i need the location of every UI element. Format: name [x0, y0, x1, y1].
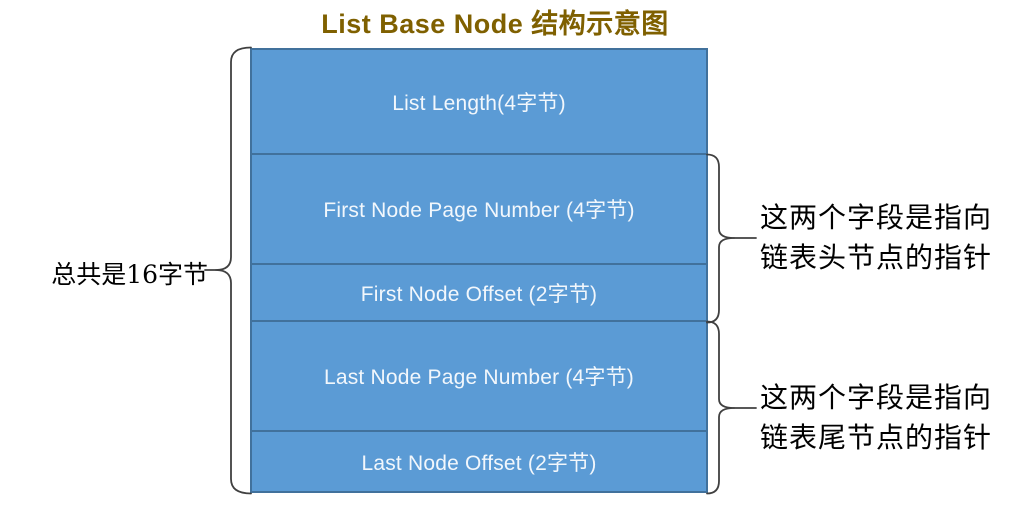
left-brace-icon: [204, 46, 252, 495]
annotation-line: 这两个字段是指向: [760, 201, 993, 234]
field-row-first-node-page-number: First Node Page Number (4字节): [252, 155, 706, 265]
field-row-last-node-page-number: Last Node Page Number (4字节): [252, 322, 706, 432]
field-label: List Length(4字节): [392, 91, 566, 115]
field-row-list-length: List Length(4字节): [252, 50, 706, 155]
head-pointer-annotation: 这两个字段是指向 链表头节点的指针: [760, 198, 1010, 278]
total-size-label: 总共是16字节: [51, 260, 208, 289]
annotation-line: 链表头节点的指针: [760, 241, 993, 274]
right-brace-head-icon: [706, 153, 757, 324]
annotation-line: 这两个字段是指向: [760, 381, 993, 414]
field-row-last-node-offset: Last Node Offset (2字节): [252, 432, 706, 491]
field-label: Last Node Offset (2字节): [361, 451, 597, 475]
field-label: First Node Page Number (4字节): [323, 199, 635, 222]
field-stack: List Length(4字节) First Node Page Number …: [250, 48, 708, 493]
field-label: First Node Offset (2字节): [360, 282, 598, 306]
field-label: Last Node Page Number (4字节): [323, 366, 635, 389]
field-row-first-node-offset: First Node Offset (2字节): [252, 265, 706, 322]
annotation-line: 链表尾节点的指针: [760, 421, 993, 454]
diagram-title: List Base Node 结构示意图: [321, 9, 669, 39]
right-brace-tail-icon: [706, 320, 757, 495]
tail-pointer-annotation: 这两个字段是指向 链表尾节点的指针: [760, 378, 1010, 458]
